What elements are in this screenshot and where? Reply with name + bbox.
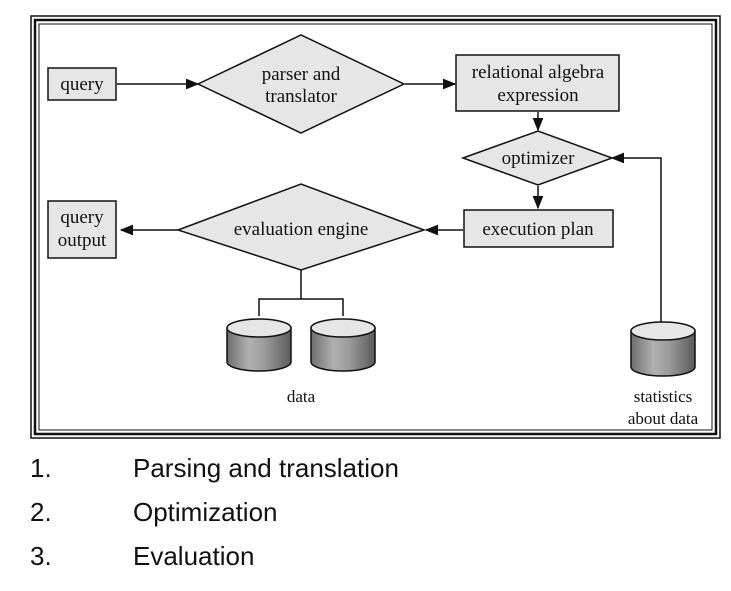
query-box: query — [47, 67, 117, 101]
database-cylinder-2 — [310, 318, 376, 372]
data-label: data — [287, 387, 316, 406]
relational-label-line1: relational algebra — [472, 62, 605, 83]
line-data-branch — [258, 298, 344, 316]
statistics-cylinder — [630, 321, 696, 377]
diagram-frame — [30, 15, 721, 439]
evaluation-engine-label: evaluation engine — [234, 219, 369, 240]
connectors — [117, 78, 662, 322]
statistics-label-line1: statistics — [634, 387, 693, 406]
parser-translator-diamond: parser and translator — [196, 34, 406, 134]
parser-label-line1: parser and — [262, 64, 341, 85]
relational-algebra-box: relational algebra expression — [455, 54, 620, 112]
query-output-box: query output — [47, 200, 117, 259]
query-output-label-line2: output — [58, 230, 107, 251]
step-item-3: 3. Evaluation — [0, 541, 731, 581]
step-number: 3. — [30, 541, 52, 571]
database-cylinder-1 — [226, 318, 292, 372]
query-processing-diagram: query parser and translator relational a… — [30, 15, 721, 439]
query-output-label-line1: query — [60, 207, 104, 228]
execution-plan-label: execution plan — [482, 219, 594, 240]
step-item-1: 1. Parsing and translation — [0, 453, 731, 493]
optimizer-label: optimizer — [502, 148, 575, 169]
optimizer-diamond: optimizer — [460, 130, 615, 186]
statistics-label-line2: about data — [628, 409, 699, 428]
evaluation-engine-diamond: evaluation engine — [175, 183, 427, 271]
query-label: query — [60, 74, 104, 95]
arrow-statistics-to-optimizer — [610, 152, 662, 322]
step-text: Parsing and translation — [133, 453, 399, 483]
step-text: Optimization — [133, 497, 278, 527]
step-number: 2. — [30, 497, 52, 527]
step-item-2: 2. Optimization — [0, 497, 731, 537]
relational-label-line2: expression — [497, 85, 579, 106]
parser-label-line2: translator — [265, 86, 337, 107]
step-number: 1. — [30, 453, 52, 483]
step-text: Evaluation — [133, 541, 255, 571]
execution-plan-box: execution plan — [463, 209, 614, 248]
